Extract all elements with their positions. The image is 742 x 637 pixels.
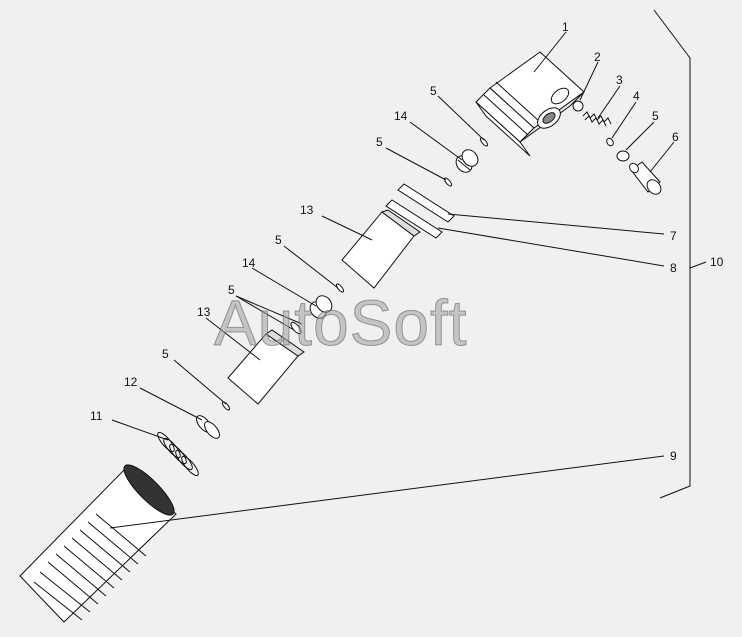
part-3-spring [582, 111, 612, 127]
callout-14: 14 [242, 256, 256, 270]
part-12-washer [196, 415, 220, 439]
callout-14: 14 [394, 109, 408, 123]
part-4-washer [606, 137, 614, 147]
callout-3: 3 [616, 73, 623, 87]
callout-4: 4 [633, 89, 640, 103]
callout-5: 5 [275, 233, 282, 247]
part-13-piston-lower [227, 329, 305, 405]
callout-5: 5 [162, 347, 169, 361]
callout-5: 5 [652, 109, 659, 123]
callout-12: 12 [124, 375, 138, 389]
part-5-seal-b [443, 177, 453, 187]
callout-8: 8 [670, 261, 677, 275]
callout-11: 11 [90, 409, 103, 423]
callout-1: 1 [562, 20, 569, 34]
part-9-cylinder [19, 464, 177, 623]
part-5-oring-right [616, 150, 630, 162]
callout-6: 6 [672, 130, 679, 144]
callout-10: 10 [710, 255, 724, 269]
part-14-bushing-mid [309, 295, 333, 319]
part-13-piston-upper [341, 209, 421, 289]
callout-13: 13 [197, 305, 211, 319]
callout-5: 5 [430, 84, 437, 98]
part-8-plate [385, 199, 443, 239]
part-5-seal-a [479, 137, 489, 147]
part-5-seal-c [335, 283, 345, 293]
leader-lines [109, 9, 707, 529]
callout-9: 9 [670, 449, 677, 463]
part-14-bushing-top [455, 149, 479, 173]
part-5-seal-e [221, 401, 231, 411]
part-2-ball [572, 100, 584, 112]
callout-13: 13 [300, 203, 314, 217]
callout-5: 5 [228, 283, 235, 297]
part-6-fitting [629, 161, 662, 195]
part-7-plate [397, 183, 455, 223]
callout-7: 7 [670, 229, 677, 243]
part-1-housing [475, 51, 585, 157]
autosoft-watermark: AutoSoft [214, 287, 468, 360]
callout-2: 2 [594, 50, 601, 64]
callout-5: 5 [376, 135, 383, 149]
